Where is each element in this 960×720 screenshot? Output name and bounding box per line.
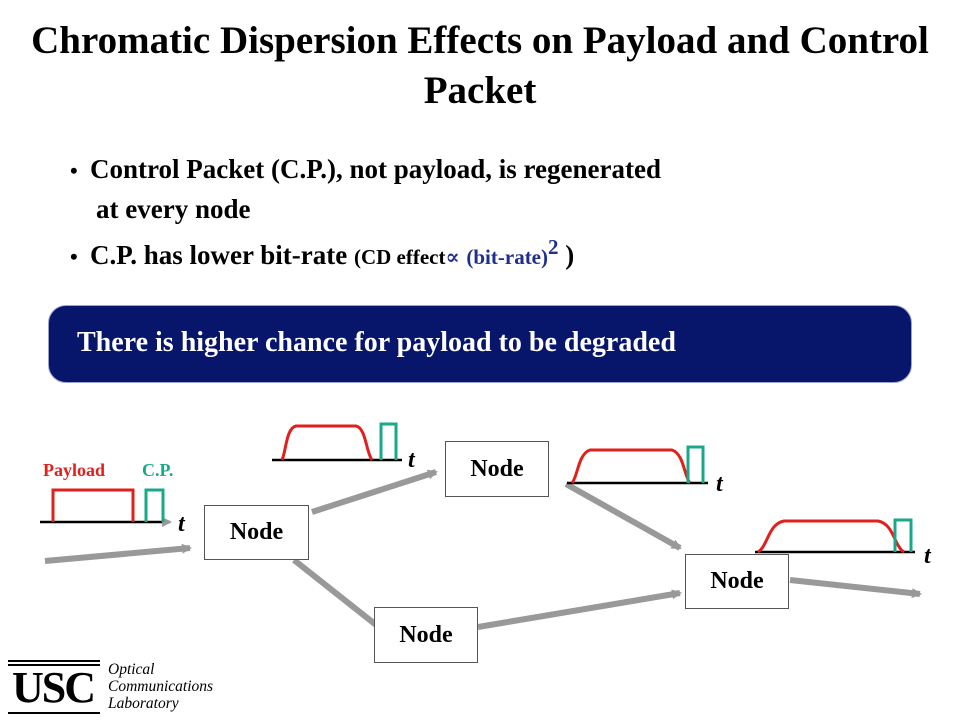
logo-line-laboratory: Laboratory <box>108 695 179 712</box>
payload-label: Payload <box>43 460 106 480</box>
time-label-input: t <box>178 511 185 537</box>
node-3: Node <box>685 554 789 609</box>
control-packet-pulse-after-node2 <box>686 445 705 483</box>
link-node1-to-node4 <box>292 557 387 635</box>
exponent: 2 <box>548 235 559 259</box>
control-packet-label: C.P. <box>142 460 174 480</box>
control-packet-pulse-after-node1 <box>379 422 398 460</box>
time-label-after-node3: t <box>924 543 931 569</box>
time-label-after-node1: t <box>408 447 415 473</box>
logo-lab-name: Optical Communications Laboratory <box>108 661 213 712</box>
payload-pulse-after-node1 <box>280 424 374 461</box>
bit-rate-text: (bit-rate) <box>466 245 548 269</box>
node-1: Node <box>204 505 309 560</box>
node-2: Node <box>445 441 549 497</box>
payload-pulse-input <box>51 488 135 522</box>
slide-title: Chromatic Dispersion Effects on Payload … <box>31 19 929 112</box>
link-node4-to-node3 <box>477 589 682 630</box>
payload-pulse-after-node2 <box>570 448 692 484</box>
usc-lab-logo: USC Optical Communications Laboratory <box>8 658 238 718</box>
link-input-to-node1 <box>44 543 192 564</box>
bullet-dot-icon: • <box>70 244 78 269</box>
banner-text: There is higher chance for payload to be… <box>77 327 676 358</box>
node-4: Node <box>374 607 478 663</box>
link-node3-to-output <box>789 577 922 599</box>
control-packet-pulse-after-node3 <box>893 518 913 552</box>
logo-rule-top-2 <box>8 664 100 666</box>
closing-paren: ) <box>565 240 575 270</box>
bullet-item-control-packet: • Control Packet (C.P.), not payload, is … <box>70 150 930 228</box>
bullet-list: • Control Packet (C.P.), not payload, is … <box>70 150 930 276</box>
conclusion-banner: There is higher chance for payload to be… <box>48 305 912 383</box>
link-node2-to-node3 <box>564 481 682 551</box>
logo-line-communications: Communications <box>108 678 214 695</box>
logo-mark: USC <box>12 663 96 712</box>
time-label-after-node2: t <box>716 471 723 497</box>
bullet-text: Control Packet (C.P.), not payload, is r… <box>90 154 661 184</box>
control-packet-pulse-input <box>144 488 165 522</box>
link-node1-to-node2 <box>311 469 438 515</box>
cd-effect-text: (CD effect <box>353 245 446 269</box>
bullet-item-bit-rate: • C.P. has lower bit-rate (CD effect∝ (bi… <box>70 228 930 276</box>
bullet-text-continued: at every node <box>96 194 251 224</box>
logo-rule-top <box>8 660 100 662</box>
bullet-text: C.P. has lower bit-rate <box>90 240 348 270</box>
bullet-dot-icon: • <box>70 158 78 183</box>
logo-line-optical: Optical <box>108 661 155 678</box>
logo-rule-bottom <box>8 712 100 714</box>
proportional-symbol: ∝ <box>445 245 460 269</box>
payload-pulse-after-node3 <box>757 519 905 554</box>
